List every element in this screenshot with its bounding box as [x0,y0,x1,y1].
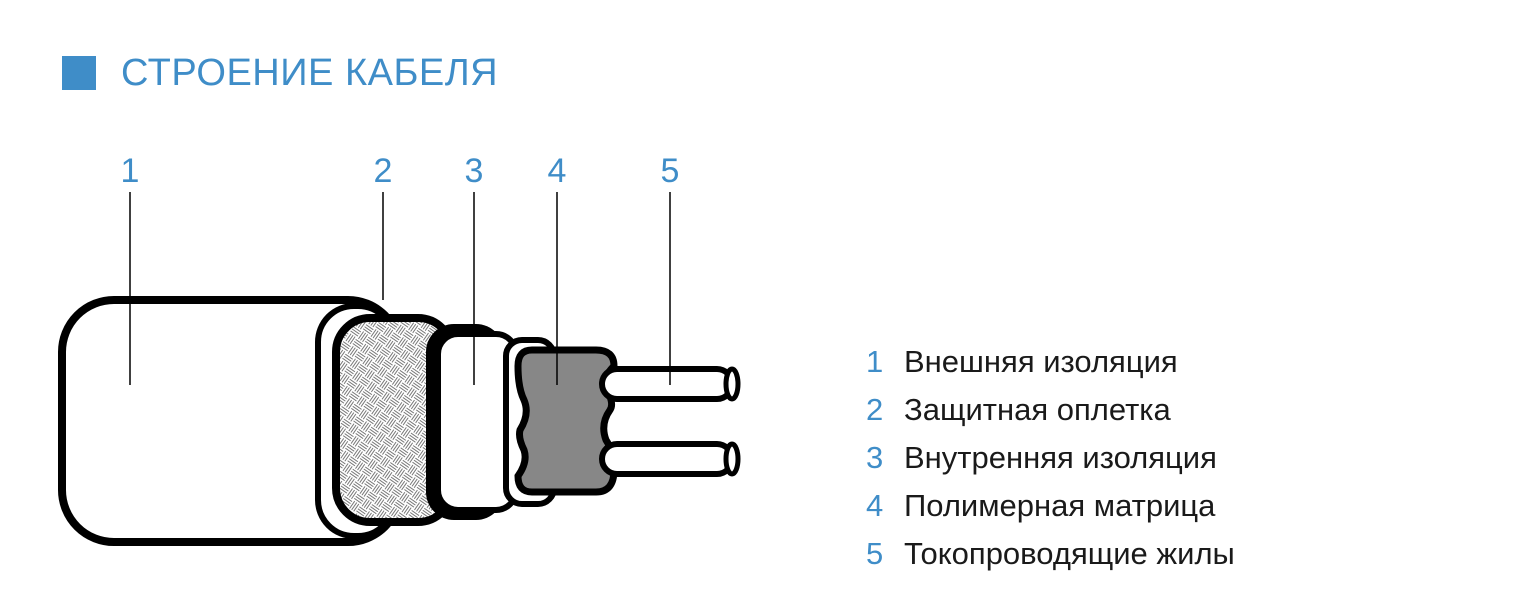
title-text: СТРОЕНИЕ КАБЕЛЯ [121,52,499,94]
conductor-cores [599,366,741,477]
legend-item-number: 1 [866,344,884,379]
legend-item-label: Защитная оплетка [904,392,1171,427]
legend-item-label: Внутренняя изоляция [904,440,1217,475]
legend-item-label: Токопроводящие жилы [904,536,1235,571]
legend: 1 Внешняя изоляция 2 Защитная оплетка 3 Вну… [866,338,1235,578]
legend-item: 1 Внешняя изоляция [866,338,1235,386]
legend-item: 3 Внутренняя изоляция [866,434,1235,482]
legend-item-number: 4 [866,488,884,523]
conductor-core-top [599,366,741,402]
callout-3: 3 [465,152,484,190]
conductor-core-bottom [599,441,741,477]
callout-1: 1 [121,152,140,190]
legend-item: 2 Защитная оплетка [866,386,1235,434]
polymer-matrix [514,346,618,496]
callout-5: 5 [661,152,680,190]
title-square-icon [62,56,96,90]
legend-item: 4 Полимерная матрица [866,482,1235,530]
legend-item-label: Внешняя изоляция [904,344,1178,379]
legend-item-number: 3 [866,440,884,475]
legend-item-number: 5 [866,536,884,571]
callout-4: 4 [548,152,567,190]
callout-2: 2 [374,152,393,190]
outer-insulation [58,296,404,546]
legend-item: 5 Токопроводящие жилы [866,530,1235,578]
leader-lines [129,192,671,385]
legend-item-number: 2 [866,392,884,427]
page-title: СТРОЕНИЕ КАБЕЛЯ [62,48,498,98]
legend-item-label: Полимерная матрица [904,488,1216,523]
